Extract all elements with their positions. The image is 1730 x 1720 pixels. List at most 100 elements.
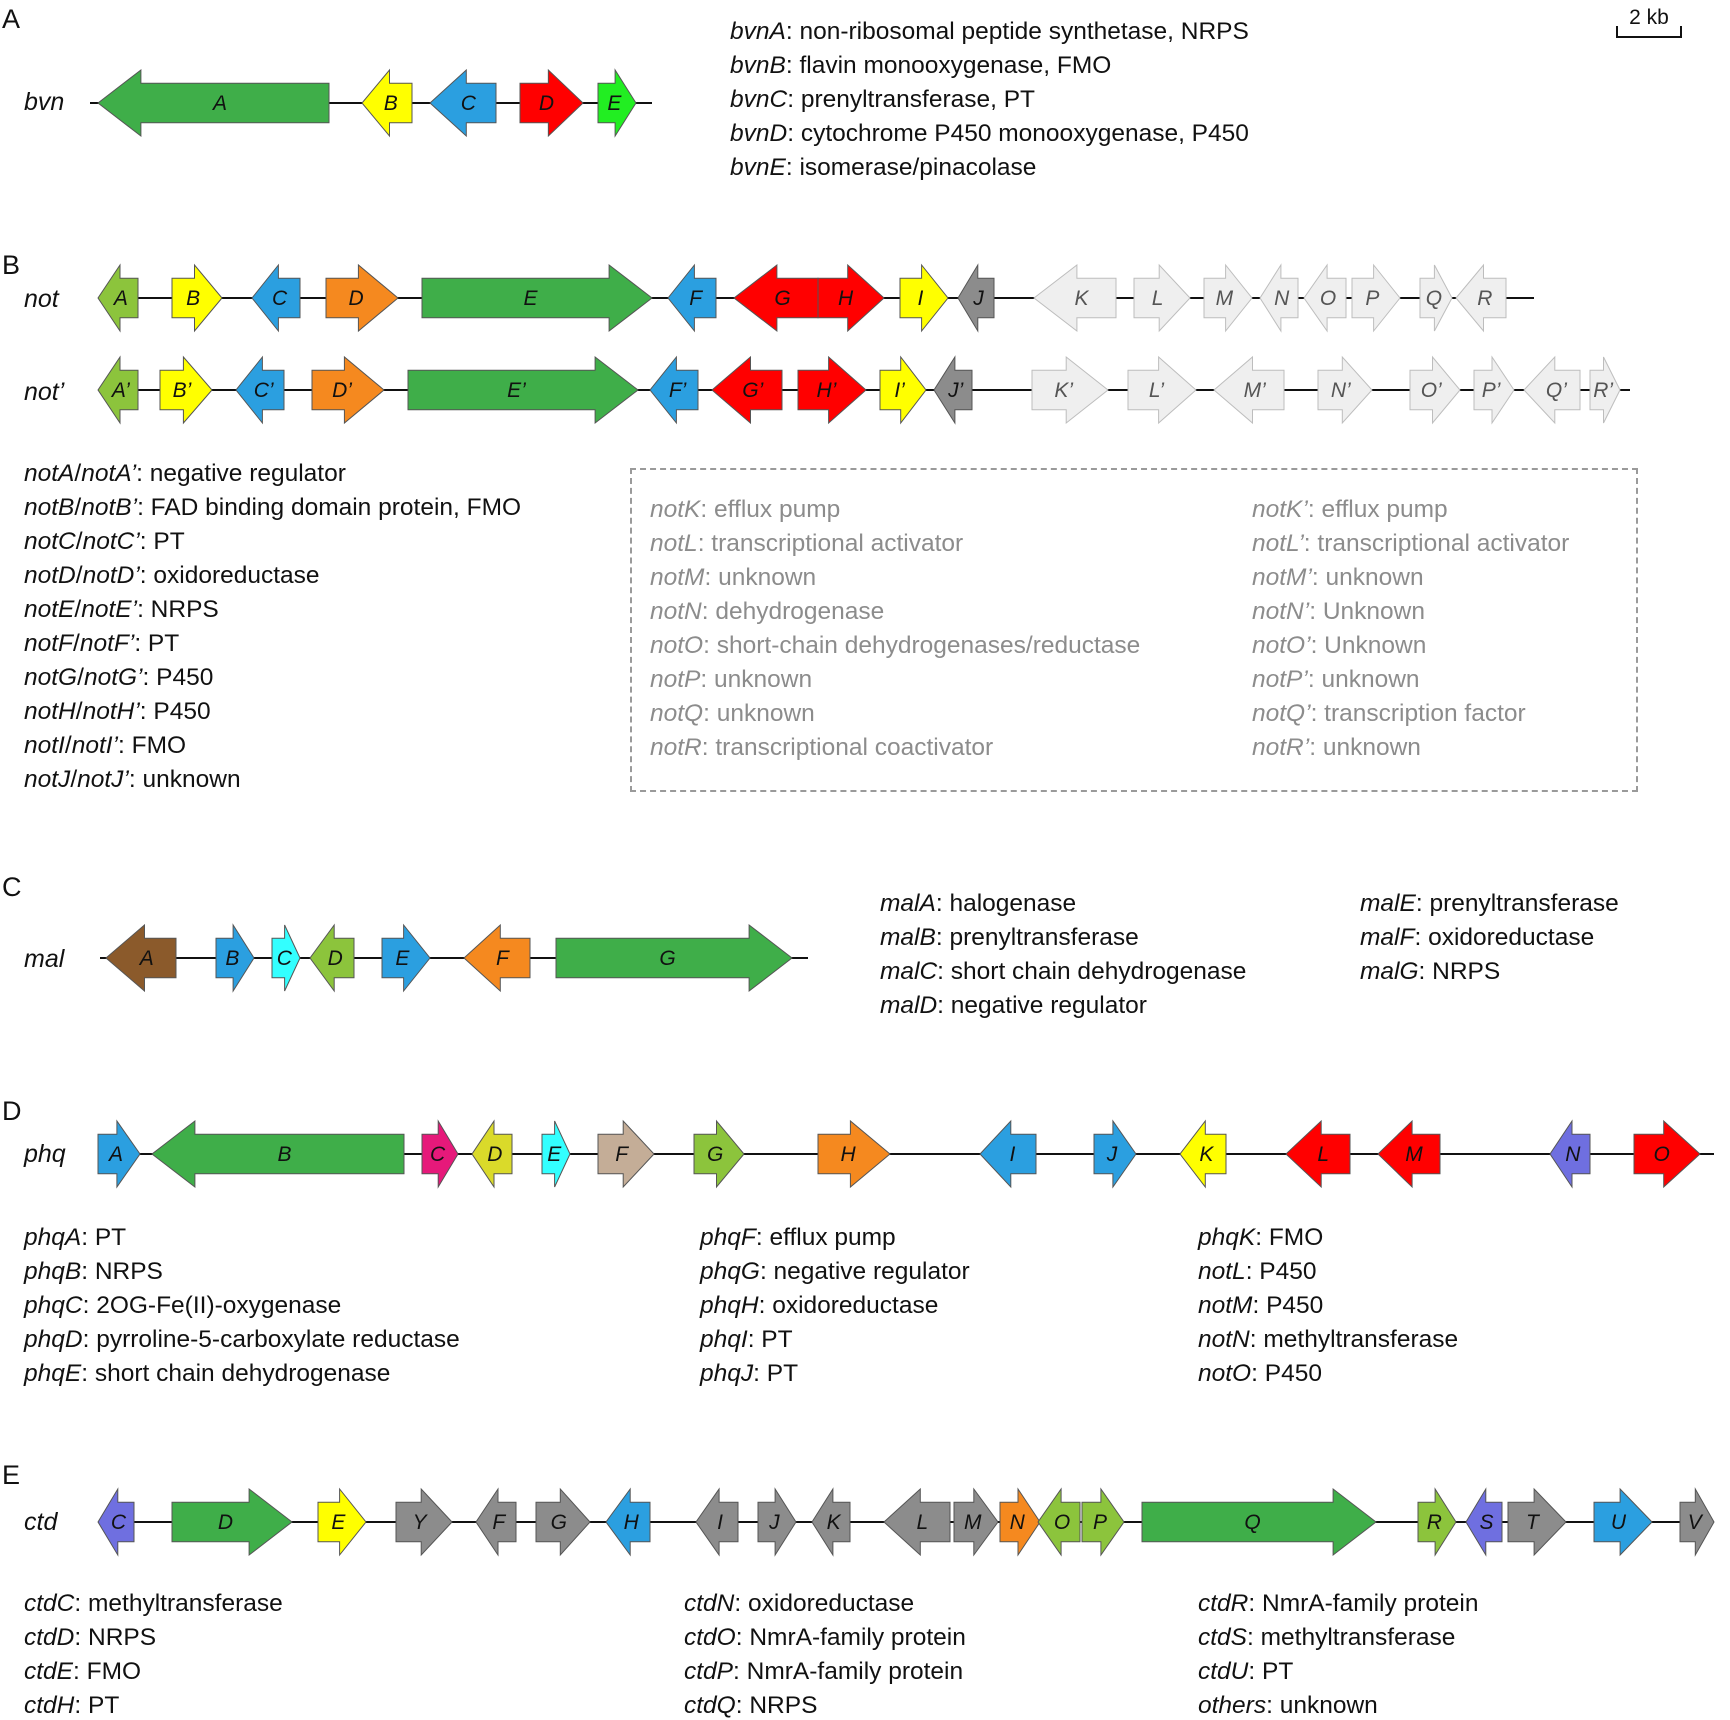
- gene-arrow-label: P’: [1482, 379, 1501, 402]
- gene-arrow-phq-M: M: [1377, 1119, 1441, 1189]
- gene-arrow-not-M: M: [1203, 263, 1253, 333]
- legend-gene-name: notO’: [1252, 632, 1311, 659]
- gene-arrow-body: [667, 263, 717, 333]
- gene-arrow-label: J: [768, 1511, 780, 1534]
- legend-description: : NmrA-family protein: [735, 1624, 966, 1651]
- legend-gene-name: phqA: [24, 1224, 82, 1251]
- legend-description: : unknown: [704, 564, 817, 591]
- gene-arrow-label: D: [328, 947, 343, 970]
- gene-arrow-label: I’: [894, 379, 905, 402]
- gene-arrow-body: [1303, 263, 1347, 333]
- gene-arrow-ctd-U: U: [1593, 1487, 1653, 1557]
- legend-description: : efflux pump: [755, 1224, 896, 1251]
- legend-description: : FMO: [1255, 1224, 1324, 1251]
- legend-gene-name: notL: [650, 530, 698, 557]
- gene-arrow-label: V: [1688, 1511, 1704, 1534]
- gene-arrow-label: H: [624, 1511, 640, 1534]
- legend-description: : P450: [142, 664, 214, 691]
- legend-entry-d-phqJ: phqJ: PT: [700, 1361, 798, 1387]
- gene-arrow-label: F: [492, 1511, 506, 1534]
- gene-arrow-ctd-K: K: [811, 1487, 851, 1557]
- legend-gene-name: phqG: [700, 1258, 760, 1285]
- gene-arrow-label: T: [1526, 1511, 1541, 1534]
- gene-arrow-label: O: [1054, 1511, 1070, 1534]
- gene-arrow-phq-O: O: [1633, 1119, 1701, 1189]
- gene-arrow-not-G: G: [733, 263, 819, 333]
- legend-description: : FMO: [118, 732, 187, 759]
- legend-description: : unknown: [1309, 734, 1421, 761]
- legend-description: : efflux pump: [700, 496, 841, 523]
- gene-arrow-label: Q: [1426, 287, 1442, 310]
- gene-arrow-body: [979, 1119, 1037, 1189]
- legend-gene-name: notE: [24, 596, 75, 623]
- gene-arrow-phq-K: K: [1179, 1119, 1227, 1189]
- legend-gene-name: bvnE: [730, 154, 786, 181]
- legend-description: : transcriptional activator: [1303, 530, 1570, 557]
- gene-arrow-body: [555, 923, 793, 993]
- legend-entry-b-notN-prime: notN’: Unknown: [1252, 599, 1425, 625]
- legend-gene-name: bvnA: [730, 18, 786, 45]
- legend-description: : NRPS: [735, 1692, 818, 1719]
- gene-arrow-body: [1589, 356, 1621, 424]
- legend-gene-name: notH: [24, 698, 76, 725]
- gene-arrow-label: C: [111, 1511, 127, 1534]
- legend-gene-name: notJ: [24, 766, 71, 793]
- gene-arrow-body: [97, 263, 139, 333]
- gene-arrow-label: O’: [1421, 379, 1442, 402]
- gene-arrow-body: [597, 1119, 655, 1189]
- gene-arrow-label: P: [1365, 287, 1379, 310]
- gene-arrow-label: G: [774, 287, 790, 310]
- gene-arrow-body: [1203, 263, 1253, 333]
- legend-description: : short chain dehydrogenase: [937, 958, 1247, 985]
- gene-arrow-not-K: K: [1033, 263, 1117, 333]
- gene-arrow-body: [97, 1487, 135, 1557]
- legend-entry-d-phqF: phqF: efflux pump: [700, 1224, 896, 1251]
- legend-gene-name: notB: [24, 494, 75, 521]
- legend-gene-name: ctdU: [1198, 1658, 1249, 1685]
- gene-arrow-label: A: [112, 287, 128, 310]
- legend-entry-b-notR: notR: transcriptional coactivator: [650, 735, 993, 761]
- legend-separator: /: [74, 596, 82, 623]
- gene-arrow-body: [879, 355, 927, 425]
- legend-entry-e-ctdH: ctdH: PT: [24, 1693, 119, 1719]
- gene-arrow-label: M: [1216, 287, 1234, 310]
- legend-gene-name: malE: [1360, 890, 1416, 917]
- legend-gene-name-prime: notJ’: [77, 766, 129, 793]
- legend-separator: /: [77, 664, 84, 691]
- legend-description: : FMO: [73, 1658, 142, 1685]
- gene-arrow-label: A: [211, 92, 227, 115]
- legend-description: : short chain dehydrogenase: [81, 1360, 391, 1387]
- gene-arrow-label: L: [917, 1511, 929, 1534]
- legend-entry-d-phqD: phqD: pyrroline-5-carboxylate reductase: [24, 1326, 460, 1353]
- scale-bar-label: 2 kb: [1629, 6, 1669, 29]
- gene-arrow-body: [957, 263, 995, 333]
- gene-arrow-body: [1179, 1119, 1227, 1189]
- gene-arrow-label: I: [717, 1511, 723, 1534]
- gene-arrow-label: D: [539, 92, 554, 115]
- legend-entry-b-notH: notH/notH’: P450: [24, 698, 211, 725]
- legend-gene-name-prime: notE’: [81, 596, 138, 623]
- legend-entry-b-notC: notC/notC’: PT: [24, 528, 185, 555]
- cluster-label-mal: mal: [24, 945, 65, 973]
- gene-arrow-label: C’: [254, 379, 274, 402]
- gene-arrow-body: [159, 355, 213, 425]
- gene-arrow-label: A’: [110, 379, 130, 402]
- legend-description: : methyltransferase: [1249, 1326, 1459, 1353]
- gene-arrow-label: R: [1477, 287, 1492, 310]
- legend-entry-b-notO: notO: short-chain dehydrogenases/reducta…: [650, 633, 1140, 659]
- legend-gene-name: ctdP: [684, 1658, 734, 1685]
- gene-arrow-label: R’: [1593, 379, 1613, 402]
- legend-separator: /: [75, 528, 83, 555]
- legend-description: : NmrA-family protein: [1248, 1590, 1479, 1617]
- gene-arrow-body: [171, 263, 223, 333]
- gene-arrow-mal-G: G: [555, 923, 793, 993]
- legend-description: : pyrroline-5-carboxylate reductase: [82, 1326, 460, 1353]
- legend-entry-b-notP: notP: unknown: [650, 667, 812, 693]
- gene-arrow-label: D: [348, 287, 363, 310]
- gene-arrow-label: N: [1274, 287, 1290, 310]
- gene-arrow-label: F: [689, 287, 703, 310]
- legend-description: : prenyltransferase, PT: [787, 86, 1036, 113]
- gene-arrow-body: [1351, 263, 1401, 333]
- legend-entry-a-bvnC: bvnC: prenyltransferase, PT: [730, 86, 1036, 113]
- legend-entry-b-notD: notD/notD’: oxidoreductase: [24, 563, 320, 589]
